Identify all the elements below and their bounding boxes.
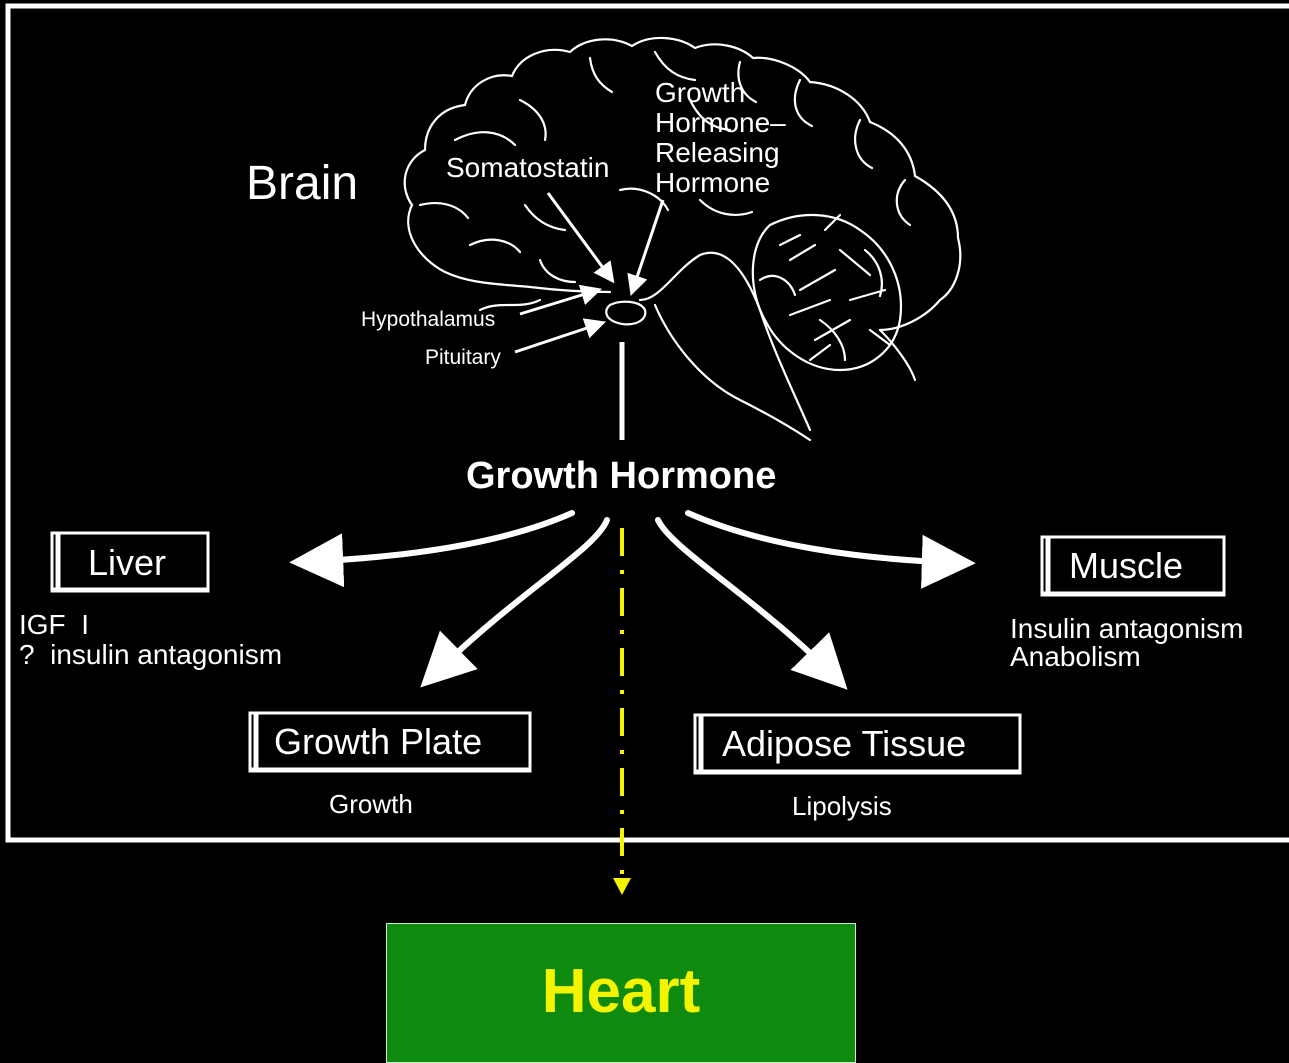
hypothalamus-label: Hypothalamus — [361, 308, 495, 331]
ghrh-label-line-1: Growth — [655, 77, 745, 108]
heart-box: Heart — [386, 923, 856, 1063]
heart-arrowhead — [613, 878, 631, 895]
muscle-label: Muscle — [1069, 545, 1183, 586]
diagram-frame — [8, 6, 1289, 840]
liver-effect-2: ? insulin antagonism — [19, 639, 282, 670]
liver-label: Liver — [88, 542, 166, 583]
muscle-effect-2: Anabolism — [1010, 641, 1141, 672]
pituitary-label: Pituitary — [425, 346, 501, 369]
adipose-label: Adipose Tissue — [722, 723, 966, 764]
heart-label: Heart — [387, 956, 855, 1027]
ghrh-label-line-3: Releasing — [655, 137, 780, 168]
growth-plate-effect: Growth — [329, 789, 413, 819]
liver-effect-1: IGF I — [19, 609, 89, 640]
ghrh-label-line-4: Hormone — [655, 167, 770, 198]
muscle-effect-1: Insulin antagonism — [1010, 613, 1243, 644]
growth-hormone-label: Growth Hormone — [466, 455, 776, 497]
somatostatin-label: Somatostatin — [446, 152, 609, 183]
adipose-effect: Lipolysis — [792, 791, 892, 821]
ghrh-label-line-2: Hormone– — [655, 107, 786, 138]
growth-plate-label: Growth Plate — [274, 721, 482, 762]
brain-label: Brain — [246, 157, 358, 210]
